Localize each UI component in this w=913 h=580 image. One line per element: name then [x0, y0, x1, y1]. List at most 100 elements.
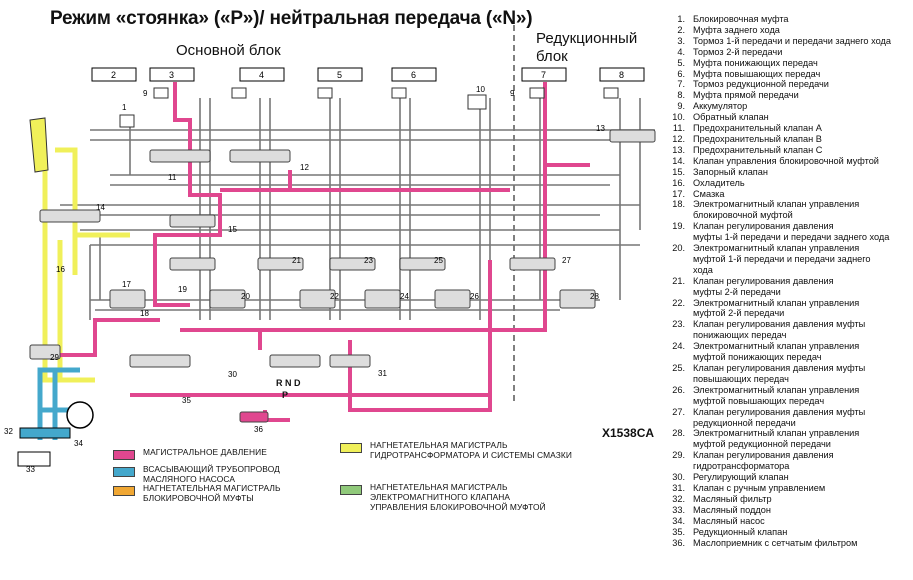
component-list-text: гидротрансформатора: [693, 461, 790, 472]
component-list-text: понижающих передач: [693, 330, 787, 341]
svg-text:33: 33: [26, 465, 35, 474]
component-list-number: 18.: [672, 199, 685, 210]
svg-text:25: 25: [434, 256, 443, 265]
oil-pan: [17, 451, 51, 467]
component-box-4: [239, 67, 285, 82]
component-list-text: Тормоз 1-й передачи и передачи заднего х…: [693, 35, 891, 46]
component-box-7: [521, 67, 567, 82]
component-list-item: 7.Тормоз редукционной передачи: [665, 79, 913, 90]
svg-text:22: 22: [330, 292, 339, 301]
component-list-item: 31. Клапан с ручным управлением: [665, 483, 913, 494]
component-list-item: муфты 2-й передачи: [665, 287, 913, 298]
component-list-item: 18. Электромагнитный клапан управления: [665, 199, 913, 210]
component-list-text: Муфта прямой передачи: [693, 90, 799, 101]
torque-converter: [29, 117, 49, 173]
callout-labels: 1 9 9 10 11 12 13 14 15 16 17 18 19 20 2…: [4, 85, 605, 474]
svg-text:30: 30: [228, 370, 237, 379]
component-list-item: 19.Клапан регулирования давления: [665, 221, 913, 232]
component-list-text: Клапан регулирования давления: [693, 450, 834, 461]
component-list-number: 31.: [672, 482, 685, 493]
component-list-item: понижающих передач: [665, 330, 913, 341]
component-list-text: Смазка: [693, 188, 725, 199]
page-title: Режим «стоянка» («Р»)/ нейтральная перед…: [50, 8, 533, 29]
component-list-text: Клапан регулирования давления муфты: [693, 363, 866, 373]
component-list-item: 26.Электромагнитный клапан управления: [665, 385, 913, 396]
legend-swatch: [113, 486, 135, 496]
component-list-text: Запорный клапан: [693, 166, 768, 177]
image-code: X1538CA: [602, 426, 655, 440]
svg-text:10: 10: [476, 85, 485, 94]
component-list-item: 34.Масляный насос: [665, 516, 913, 527]
legend-swatch: [113, 450, 135, 460]
component-list-text: Электромагнитный клапан управления: [693, 199, 860, 210]
main-pressure-line: [60, 82, 590, 422]
component-list-text: Клапан с ручным управлением: [693, 482, 826, 493]
component-list-number: 35.: [672, 526, 685, 537]
component-list-text: Муфта повышающих передач: [693, 68, 821, 79]
component-list-number: 28.: [672, 428, 685, 439]
component-box-5: [317, 67, 363, 82]
component-list-item: 15. Запорный клапан: [665, 167, 913, 178]
component-list-number: 19.: [672, 221, 685, 232]
component-list-item: муфтой понижающих передач: [665, 352, 913, 363]
component-list-number: 36.: [672, 537, 685, 548]
component-list-text: Муфта понижающих передач: [693, 57, 818, 68]
component-box-label: 6: [411, 70, 416, 80]
component-list-item: 10.Обратный клапан: [665, 112, 913, 123]
component-list-number: 30.: [672, 472, 685, 483]
component-list-item: 14.Клапан управления блокировочной муфто…: [665, 156, 913, 167]
component-list-number: 23.: [672, 319, 685, 330]
component-list-text: Клапан регулирования давления муфты: [693, 319, 866, 330]
component-box-3: [149, 67, 195, 82]
component-list-item: 28.Электромагнитный клапан управления: [665, 428, 913, 439]
component-list-number: 9.: [677, 101, 685, 112]
component-box-2: [91, 67, 137, 82]
svg-text:29: 29: [50, 353, 59, 362]
component-list-text: Электромагнитный клапан управления: [693, 297, 860, 308]
svg-text:24: 24: [400, 292, 409, 301]
component-list-item: блокировочной муфтой: [665, 210, 913, 221]
component-list-text: Электромагнитный клапан управления: [693, 384, 860, 395]
component-list-item: муфты 1-й передачи и передачи заднего хо…: [665, 232, 913, 243]
component-list-item: хода: [665, 265, 913, 276]
component-list-text: Электромагнитный клапан управления: [693, 341, 860, 352]
svg-text:36: 36: [254, 425, 263, 434]
component-list-item: 17.Смазка: [665, 189, 913, 200]
svg-text:19: 19: [178, 285, 187, 294]
component-list-item: 33.Масляный поддон: [665, 505, 913, 516]
component-list-text: Редукционный клапан: [693, 526, 788, 537]
component-list-item: 32.Масляный фильтр: [665, 494, 913, 505]
component-list-number: 32.: [672, 493, 685, 504]
svg-text:16: 16: [56, 265, 65, 274]
svg-text:20: 20: [241, 292, 250, 301]
component-list-text: Регулирующий клапан: [693, 472, 789, 483]
main-block-label: Основной блок: [176, 42, 281, 59]
svg-text:12: 12: [300, 163, 309, 172]
component-list-number: 8.: [677, 90, 685, 101]
component-list-item: 27.Клапан регулирования давления муфты: [665, 407, 913, 418]
component-list-item: муфтой редукционной передачи: [665, 439, 913, 450]
component-list-text: Клапан регулирования давления муфты: [693, 406, 866, 417]
component-list-item: гидротрансформатора: [665, 461, 913, 472]
component-list-text: муфтой понижающих передач: [693, 352, 822, 363]
svg-text:11: 11: [168, 173, 177, 182]
component-list-item: 20.Электромагнитный клапан управления: [665, 243, 913, 254]
component-list-number: 2.: [677, 24, 685, 35]
component-list-number: 6.: [677, 68, 685, 79]
component-list-item: 35. Редукционный клапан: [665, 527, 913, 538]
svg-text:18: 18: [140, 309, 149, 318]
component-box-label: 2: [111, 70, 116, 80]
component-list-text: хода: [693, 264, 713, 275]
component-list-text: блокировочной муфтой: [693, 210, 793, 221]
component-list-number: 7.: [677, 79, 685, 90]
component-list-number: 3.: [677, 35, 685, 46]
reduction-block-label: Редукционный блок: [536, 30, 638, 65]
component-list-text: Муфта заднего хода: [693, 24, 780, 35]
component-list-text: муфтой 1-й передачи и передачи заднего: [693, 253, 871, 264]
component-list-number: 15.: [672, 166, 685, 177]
component-list-item: 29.Клапан регулирования давления: [665, 450, 913, 461]
component-list-number: 12.: [672, 133, 685, 144]
